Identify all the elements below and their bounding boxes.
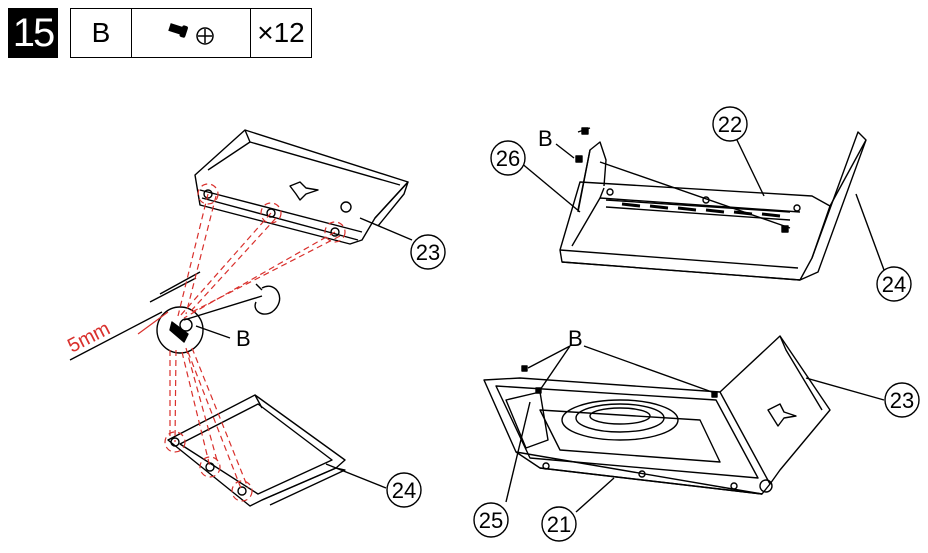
bracket-23-top-left [194, 129, 409, 245]
screw-icon [131, 9, 250, 57]
callout-24-right: 24 [882, 272, 906, 297]
screw-b-label-top-right: B [538, 126, 553, 151]
callout-22: 22 [718, 112, 742, 137]
callout-21: 21 [547, 512, 571, 537]
guide-lines [137, 183, 346, 502]
parts-table: B ×12 [70, 8, 312, 58]
dimension-label: 5mm [64, 318, 114, 358]
plate-24-bottom-left [167, 394, 346, 507]
callout-25: 25 [479, 508, 503, 533]
callout-23-right: 23 [890, 388, 914, 413]
screw-b-label-bottom-right: B [568, 326, 583, 351]
callout-24-left: 24 [392, 478, 416, 503]
screw-b-label-left: B [236, 326, 251, 351]
callout-26: 26 [496, 146, 520, 171]
step-number-badge: 15 [8, 8, 58, 58]
base-21-bottom-right [483, 335, 831, 495]
part-quantity: ×12 [250, 9, 311, 57]
leader-lines [195, 127, 885, 513]
part-letter: B [91, 17, 111, 48]
screw-detail [69, 271, 281, 361]
callout-23-top: 23 [416, 240, 440, 265]
tray-22-top-right [559, 127, 867, 281]
callout-circles [386, 106, 920, 542]
